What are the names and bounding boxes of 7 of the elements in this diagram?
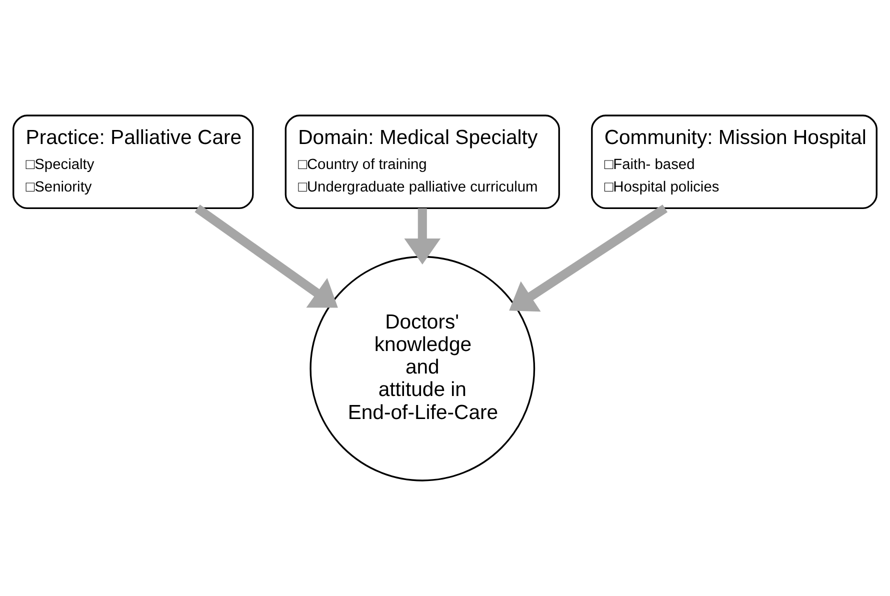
arrow (404, 208, 441, 264)
node-box: Community: Mission Hospital □Faith- based □Hospital policies (591, 114, 878, 210)
arrow (194, 204, 338, 308)
node-box: Domain: Medical Specialty □Country of training □Undergraduate palliative curriculum (284, 114, 560, 210)
node-circle: Doctors' knowledge and attitude in End-of-Life-Care (310, 256, 536, 482)
arrow (509, 204, 668, 312)
node-box: Practice: Palliative Care □Specialty □Seniority (12, 114, 254, 210)
